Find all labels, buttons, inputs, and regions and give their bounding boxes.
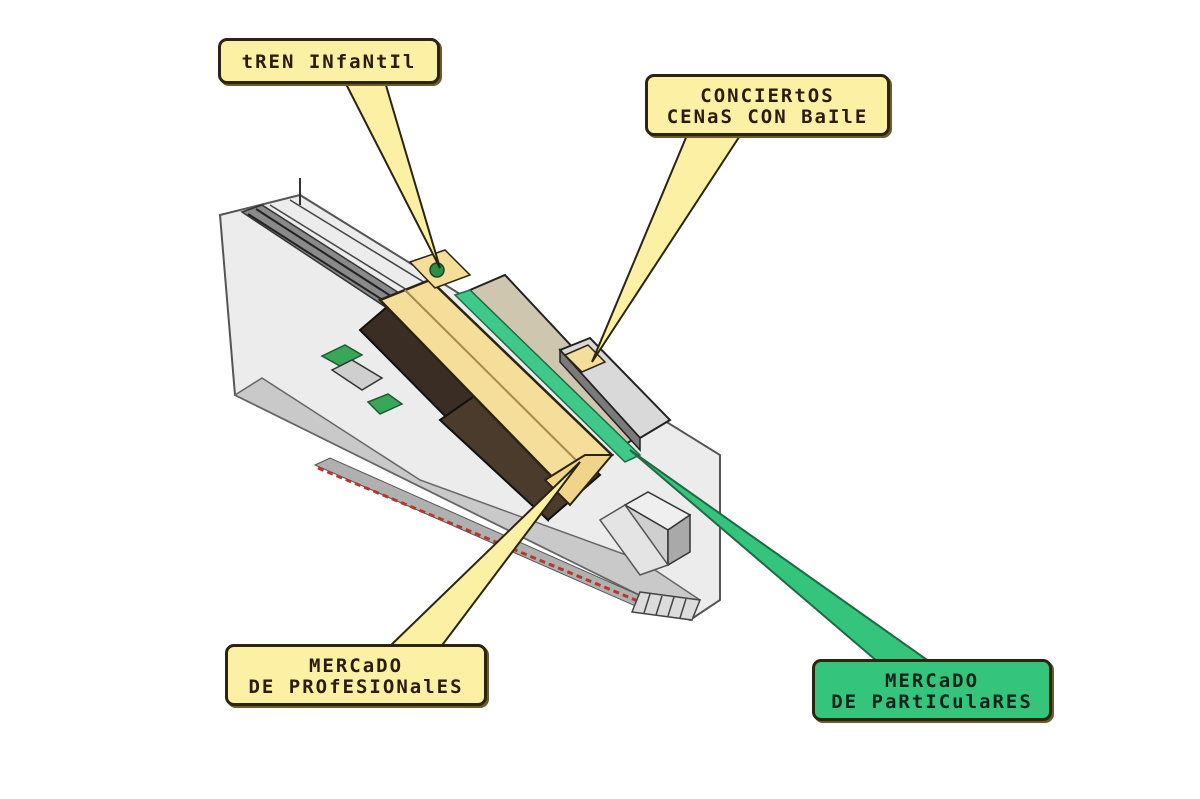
- mercado-particulares-line-1: MERCaDO: [884, 670, 980, 692]
- conciertos-callout-pointer: [591, 127, 747, 363]
- mercado-profesionales-line-1: MERCaDO: [308, 655, 404, 677]
- small-building: [330, 359, 384, 391]
- red-track-line: [317, 466, 646, 606]
- conciertos-text-line-2: CENaS CON BaIlE: [666, 106, 869, 128]
- parking-stripe-4: [679, 598, 687, 619]
- garden-patch-1: [320, 344, 364, 367]
- garden-patch-2: [366, 393, 404, 415]
- conciertos-callout: CONCIERtOS CENaS CON BaIlE: [645, 74, 890, 136]
- mercado-particulares-callout: MERCaDO DE PaRtICulaRES: [812, 659, 1052, 721]
- kids-train-tree: [429, 262, 445, 278]
- rail-4: [289, 199, 441, 293]
- parking-stripe-1: [643, 593, 651, 614]
- rail-2: [255, 208, 401, 303]
- tren-infantil-callout: tREN INfaNtIl: [218, 38, 440, 84]
- concert-building-wall: [559, 348, 641, 452]
- rail-1: [247, 213, 393, 307]
- office-plaza: [598, 504, 670, 576]
- office-building-side: [667, 513, 691, 567]
- mercado-particulares-line-2: DE PaRtICulaRES: [831, 691, 1033, 713]
- entrance-canopy: [543, 454, 615, 507]
- main-hall-roof-ridge: [404, 289, 587, 471]
- mercado-profesionales-callout: MERCaDO DE PROfESIONalES: [225, 644, 487, 706]
- concert-venue-highlight: [563, 344, 607, 373]
- conciertos-text-line-1: CONCIERtOS: [700, 85, 835, 107]
- rail-3: [269, 204, 421, 299]
- parking-stripe-2: [655, 595, 663, 616]
- mercado-profesionales-line-2: DE PROfESIONalES: [248, 676, 464, 698]
- tren-infantil-text: tREN INfaNtIl: [241, 51, 417, 73]
- green-walkway: [453, 289, 642, 463]
- parking-stripe-3: [667, 596, 675, 617]
